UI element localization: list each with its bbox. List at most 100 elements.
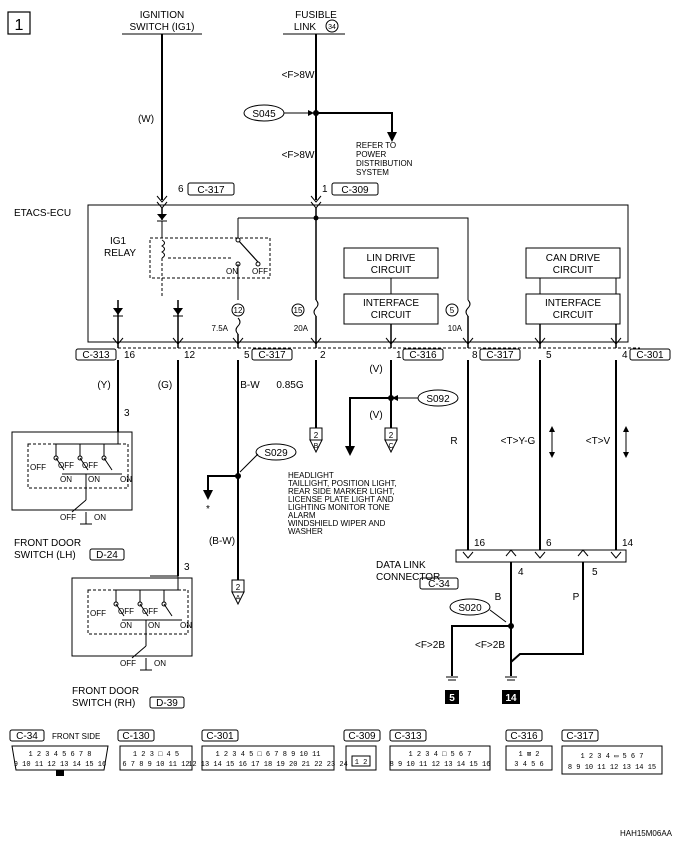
- fuse-12-amp: 7.5A: [212, 324, 229, 333]
- lin-drive-1: LIN DRIVE: [367, 253, 416, 264]
- svg-text:6 7 8 9 10 11 12: 6 7 8 9 10 11 12: [122, 761, 189, 769]
- wire-f8w-2: <F>8W: [282, 150, 315, 161]
- svg-text:1 2: 1 2: [355, 759, 368, 767]
- fuse-15-amp: 20A: [294, 324, 309, 333]
- load-7: WINDSHIELD WIPER AND: [288, 519, 386, 528]
- pin-6-label: 6: [178, 184, 184, 195]
- wire-tyg: <T>Y-G: [501, 436, 536, 447]
- door-rh-box: [71, 577, 193, 657]
- interface-2-a: INTERFACE: [545, 298, 601, 309]
- lh-on-3: ON: [120, 475, 132, 484]
- svg-text:C-301: C-301: [206, 731, 234, 742]
- connector-c317-top: C-317: [197, 185, 225, 196]
- wire-f8w-1: <F>8W: [282, 70, 315, 81]
- pin-5b: 5: [546, 350, 552, 361]
- dlc-p14: 14: [622, 538, 634, 549]
- splice-s020: S020: [458, 603, 482, 614]
- dlc-name-2: CONNECTOR: [376, 572, 440, 583]
- interface-1-a: INTERFACE: [363, 298, 419, 309]
- connector-tag-c309: [331, 182, 379, 196]
- dlc-box: [455, 549, 627, 563]
- interface-box-2: [525, 293, 621, 325]
- ecu-box: [87, 204, 629, 343]
- fuse-5-circle: [445, 303, 459, 317]
- refer-text-1: REFER TO: [356, 141, 396, 150]
- refer-text-2: POWER: [356, 150, 386, 159]
- wire-f2b-2: <F>2B: [475, 640, 505, 651]
- dlc-p6: 6: [546, 538, 552, 549]
- lh-conn: D-24: [96, 550, 118, 561]
- asterisk: *: [206, 504, 210, 515]
- svg-text:FRONT SIDE: FRONT SIDE: [52, 732, 100, 741]
- wire-y: (Y): [97, 380, 110, 391]
- fuse-5-num: 5: [450, 306, 455, 315]
- wire-p: P: [573, 592, 580, 603]
- connector-view-c317: C-317 1 2 3 4 ▭ 5 6 7 8 9 10 11 12 13 14…: [561, 729, 663, 775]
- dlc-conn: C-34: [428, 579, 450, 590]
- rh-pin-3: 3: [184, 562, 190, 573]
- rh-on-1: ON: [120, 621, 132, 630]
- relay-off: OFF: [252, 267, 268, 276]
- connector-view-c34: C-34 FRONT SIDE 1 2 3 4 5 6 7 8 9 10 11 …: [9, 729, 109, 776]
- svg-text:C-313: C-313: [394, 731, 422, 742]
- rh-off-bottom: OFF: [120, 659, 136, 668]
- connector-view-c309: C-309 1 2: [343, 729, 381, 771]
- relay-label-1: IG1: [110, 236, 127, 247]
- conn-c313: C-313: [82, 350, 110, 361]
- load-4: LICENSE PLATE LIGHT AND: [288, 495, 394, 504]
- lin-drive-2: CIRCUIT: [371, 265, 412, 276]
- fusible-number-circle: [325, 19, 339, 33]
- interface-2-b: CIRCUIT: [553, 310, 594, 321]
- ecu-name: ETACS-ECU: [14, 208, 71, 219]
- relay-label-2: RELAY: [104, 248, 136, 259]
- svg-text:C-34: C-34: [16, 731, 38, 742]
- connector-tag-c317-top: [187, 182, 235, 196]
- fuse-15-circle: [291, 303, 305, 317]
- dlc-p4: 4: [518, 567, 524, 578]
- load-5: LIGHTING MONITOR TONE: [288, 503, 390, 512]
- wire-color-w: (W): [138, 114, 154, 125]
- pin-16: 16: [124, 350, 136, 361]
- conn-c317-bottom: C-317: [258, 350, 286, 361]
- load-6: ALARM: [288, 511, 316, 520]
- wire-r: R: [450, 436, 457, 447]
- page-number-box: [7, 11, 31, 35]
- wire-f2b-1: <F>2B: [415, 640, 445, 651]
- rh-on-bottom: ON: [154, 659, 166, 668]
- wire-b: B: [495, 592, 502, 603]
- fuse-12-num: 12: [234, 306, 243, 315]
- relay-box: [149, 237, 271, 279]
- svg-text:8 9 10 11 12 13 14 15: 8 9 10 11 12 13 14 15: [568, 764, 656, 772]
- conn-c316: C-316: [409, 350, 437, 361]
- can-drive-box: [525, 247, 621, 279]
- ground-14-box: [502, 690, 520, 704]
- ref-a: A: [236, 595, 241, 602]
- svg-text:1 2 3 4 5 6 7 8: 1 2 3 4 5 6 7 8: [28, 751, 91, 759]
- can-drive-2: CIRCUIT: [553, 265, 594, 276]
- svg-text:C-317: C-317: [566, 731, 594, 742]
- wire-g: (G): [158, 380, 172, 391]
- splice-s092: S092: [426, 394, 450, 405]
- fusible-label-2: LINK: [294, 22, 317, 33]
- ignition-label-2: SWITCH (IG1): [130, 22, 195, 33]
- dlc-name-1: DATA LINK: [376, 560, 426, 571]
- lh-off-1: OFF: [30, 463, 46, 472]
- pin-1-label: 1: [322, 184, 328, 195]
- lh-on-2: ON: [88, 475, 100, 484]
- refer-text-3: DISTRIBUTION: [356, 159, 413, 168]
- svg-text:C-130: C-130: [122, 731, 150, 742]
- pin-5: 5: [244, 350, 250, 361]
- wire-085g: 0.85G: [276, 380, 303, 391]
- splice-s045: S045: [252, 109, 276, 120]
- rh-name-2: SWITCH (RH): [72, 698, 135, 709]
- conn-c301: C-301: [636, 350, 664, 361]
- svg-text:1 2 3 4 ▭ 5 6 7: 1 2 3 4 ▭ 5 6 7: [580, 753, 643, 761]
- refer-text-4: SYSTEM: [356, 168, 389, 177]
- svg-text:12 13 14 15 16 17 18 19 20 21: 12 13 14 15 16 17 18 19 20 21 22 23 24: [188, 761, 348, 769]
- rh-conn: D-39: [156, 698, 178, 709]
- lh-off-2: OFF: [58, 461, 74, 470]
- wire-tv: <T>V: [586, 436, 611, 447]
- ground-5-box: [445, 690, 459, 704]
- svg-text:3 4 5 6: 3 4 5 6: [514, 761, 543, 769]
